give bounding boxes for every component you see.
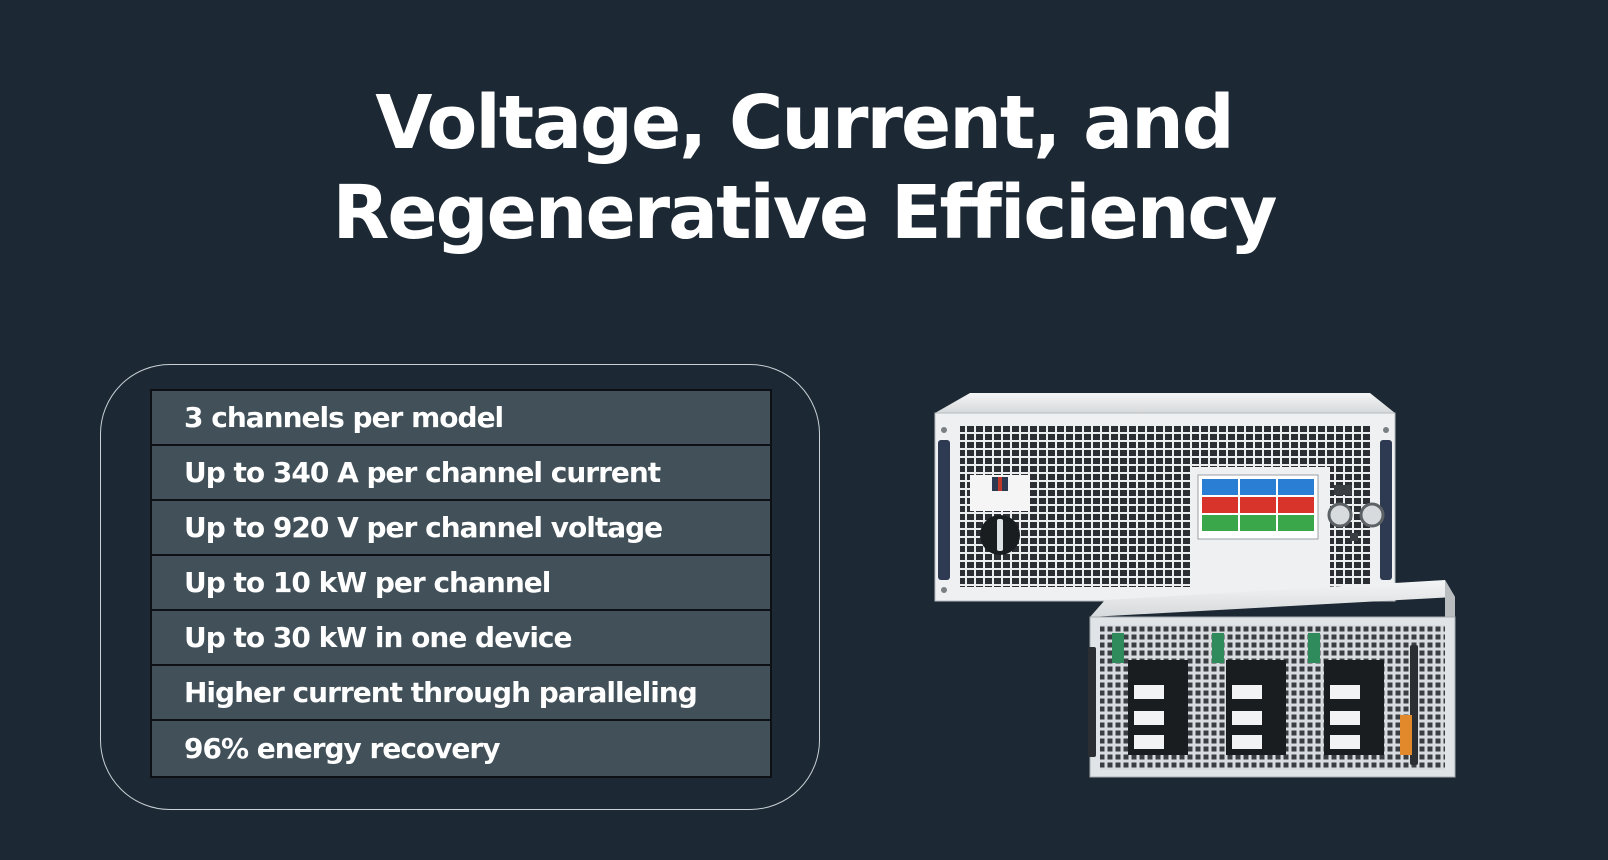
feature-row-channels: 3 channels per model [152, 391, 770, 446]
feature-row-voltage: Up to 920 V per channel voltage [152, 501, 770, 556]
feature-row-recovery: 96% energy recovery [152, 721, 770, 776]
power-supply-unit-icon [934, 393, 1456, 778]
page-title: Voltage, Current, and Regenerative Effic… [0, 78, 1608, 258]
title-line-2: Regenerative Efficiency [332, 170, 1277, 256]
title-line-1: Voltage, Current, and [375, 80, 1234, 166]
features-table: 3 channels per model Up to 340 A per cha… [150, 389, 772, 778]
feature-row-power-channel: Up to 10 kW per channel [152, 556, 770, 611]
feature-row-paralleling: Higher current through paralleling [152, 666, 770, 721]
feature-row-current: Up to 340 A per channel current [152, 446, 770, 501]
feature-row-power-device: Up to 30 kW in one device [152, 611, 770, 666]
